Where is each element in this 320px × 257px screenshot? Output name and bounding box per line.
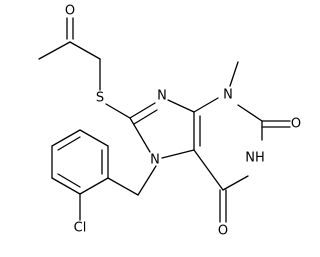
bond-carbonyl-ch2 [69,41,101,60]
atom-label-n-methyl: N [223,88,233,103]
bond-c8-n9-1 [129,102,156,119]
bond-n7-ch2 [137,165,157,196]
bond-n3-methyl [229,61,239,87]
bond-methyl-carbonyl [38,41,71,60]
bond-n3-c2 [237,104,263,122]
bond-ring-inner-2 [57,136,81,151]
bond-ch2-ring [107,177,139,196]
atom-label-o-ketone: O [65,4,75,19]
bond-ring-3 [51,129,81,147]
atom-label-o-lower: O [218,224,228,239]
atom-label-o-upper: O [291,117,301,132]
bond-layer [38,17,291,223]
bond-s-c8 [105,103,131,119]
atom-label-n-benzyl: N [150,153,160,168]
atom-label-nh-imide: NH [245,151,265,166]
bond-c8-n9-2 [133,109,158,125]
atom-label-n-imidazole: N [157,89,167,104]
bond-n1-c6 [222,175,249,191]
bond-c5-n7 [161,149,195,159]
bond-c4-n3 [193,97,219,113]
bond-c6-c5 [193,149,224,191]
bond-n7-c8 [129,117,151,153]
atom-label-cl: Cl [74,221,87,236]
bond-ring-6 [79,177,109,195]
bond-ring-2 [79,129,109,147]
bond-ring-5 [51,177,81,195]
atom-label-s: S [96,91,104,106]
atom-label-layer: O S N N N NH O O Cl [65,4,301,239]
bond-ring-inner-3 [57,173,81,188]
bond-n9-c4 [167,99,195,113]
